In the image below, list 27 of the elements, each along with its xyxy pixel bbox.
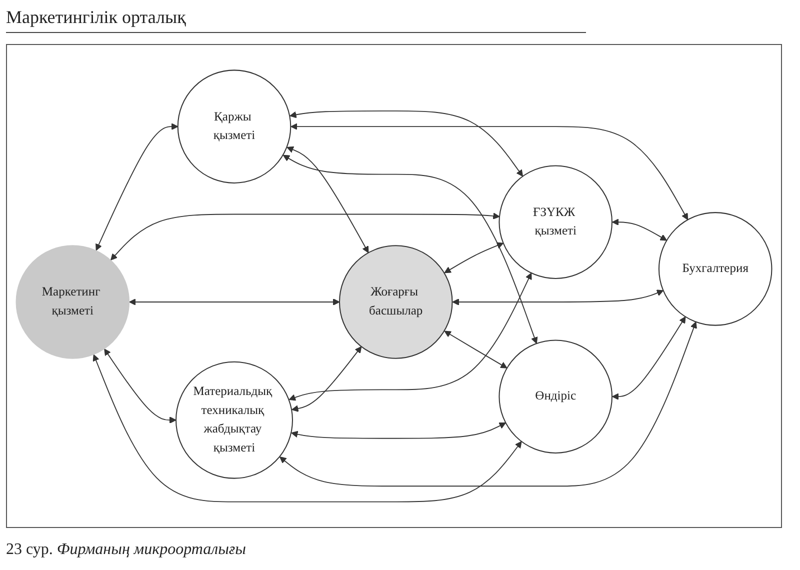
node-circle: ҒЗҮКЖ қызметі xyxy=(498,165,612,279)
node-circle: Бухгалтерия xyxy=(658,212,772,326)
arrow xyxy=(444,330,508,368)
node-circle: Жоғарғы басшылар xyxy=(338,245,453,359)
arrow xyxy=(292,346,362,412)
arrow xyxy=(282,154,538,344)
arrow xyxy=(286,146,369,254)
arrow xyxy=(96,123,178,251)
arrow xyxy=(290,123,688,220)
arrow xyxy=(279,322,697,487)
arrow xyxy=(612,218,668,241)
arrow xyxy=(110,212,500,260)
arrow xyxy=(129,298,340,306)
arrow xyxy=(288,272,532,401)
page-header-title: Маркетингілік орталық xyxy=(6,6,586,33)
arrow xyxy=(104,348,176,424)
node-circle: Қаржы қызметі xyxy=(177,70,292,184)
arrow xyxy=(452,290,664,306)
arrow xyxy=(290,110,524,177)
node-circle: Маркетинг қызметі xyxy=(16,245,130,359)
figure-caption: 23 сур. Фирманың микроорталығы xyxy=(6,540,246,560)
arrow xyxy=(92,354,522,502)
arrow xyxy=(612,316,686,400)
node-circle: Материальдық техникалық жабдықтау қызметі xyxy=(176,361,293,479)
node-circle: Өндіріс xyxy=(498,340,612,454)
arrow xyxy=(291,422,506,439)
arrow xyxy=(444,242,504,274)
